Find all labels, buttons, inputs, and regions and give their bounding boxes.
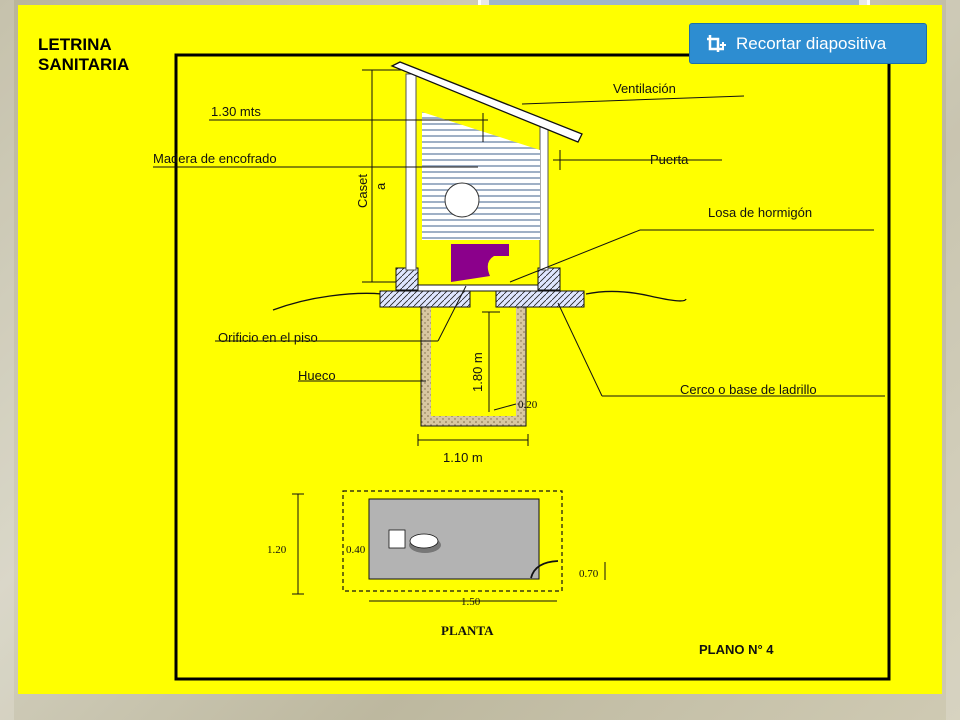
plan-seat-tank [388,529,406,549]
depth-label: 1.80 m [470,352,485,392]
plan-height-label: 1.20 [267,544,287,556]
roof [390,61,583,143]
door-label: Puerta [650,152,689,167]
pit-width-label: 1.10 m [443,450,483,465]
floor-hole-label: Orificio en el piso [218,330,318,345]
brick-base-label: Cerco o base de ladrillo [680,382,817,397]
plan-seat-bowl [409,533,439,549]
slab-leader [509,229,641,283]
booth-label-1: Caset [355,174,370,208]
plan-outline-dashed [342,490,563,592]
formwork-panel [422,112,540,240]
ventilation-label: Ventilación [613,81,676,96]
brick-base-right [495,290,585,308]
pit-outline [420,307,527,427]
booth-label-2: a [373,182,388,190]
slide-title-line-1: LETRINA [38,35,112,54]
ventilation-leader [521,95,745,105]
pit-label: Hueco [298,368,336,383]
top-width-label: 1.30 mts [211,104,261,119]
plan-length-label: 1.50 [461,596,481,608]
toilet-seat [451,244,509,282]
pit-floor [421,416,526,426]
booth-wall-right [539,125,549,271]
formwork-label: Madera de encofrado [153,151,277,166]
slide-title-line-2: SANITARIA [38,55,130,74]
top-panel-inner [489,0,859,5]
background-stripe [0,0,14,720]
bottom-thickness-label: 0.20 [518,399,538,411]
crop-icon [706,33,728,55]
top-panel [478,0,870,5]
plan-number: PLANO N° 4 [699,642,774,657]
pit-wall-left [421,307,431,425]
booth-wall-left [405,73,417,271]
background-stripe [946,0,960,720]
floor-hole-leader-diag [437,285,467,342]
pit-wall-right [516,307,526,425]
ventilation-hole [444,182,480,218]
plan-title: PLANTA [441,623,494,638]
footing-right [537,267,561,291]
bottom-thickness-line [493,403,517,411]
drawing-frame [174,53,891,681]
footing-left [395,267,419,291]
ground-line [272,290,687,311]
crop-slide-button[interactable]: Recortar diapositiva [689,23,927,64]
plan-door-width-label: 0.70 [579,568,599,580]
slab-label: Losa de hormigón [708,205,812,220]
slide-title: LETRINA SANITARIA [38,35,129,75]
plan-door-swing [530,560,559,579]
crop-slide-button-label: Recortar diapositiva [736,33,887,53]
brick-base-leader [557,302,603,397]
plan-seat-width-label: 0.40 [346,544,366,556]
